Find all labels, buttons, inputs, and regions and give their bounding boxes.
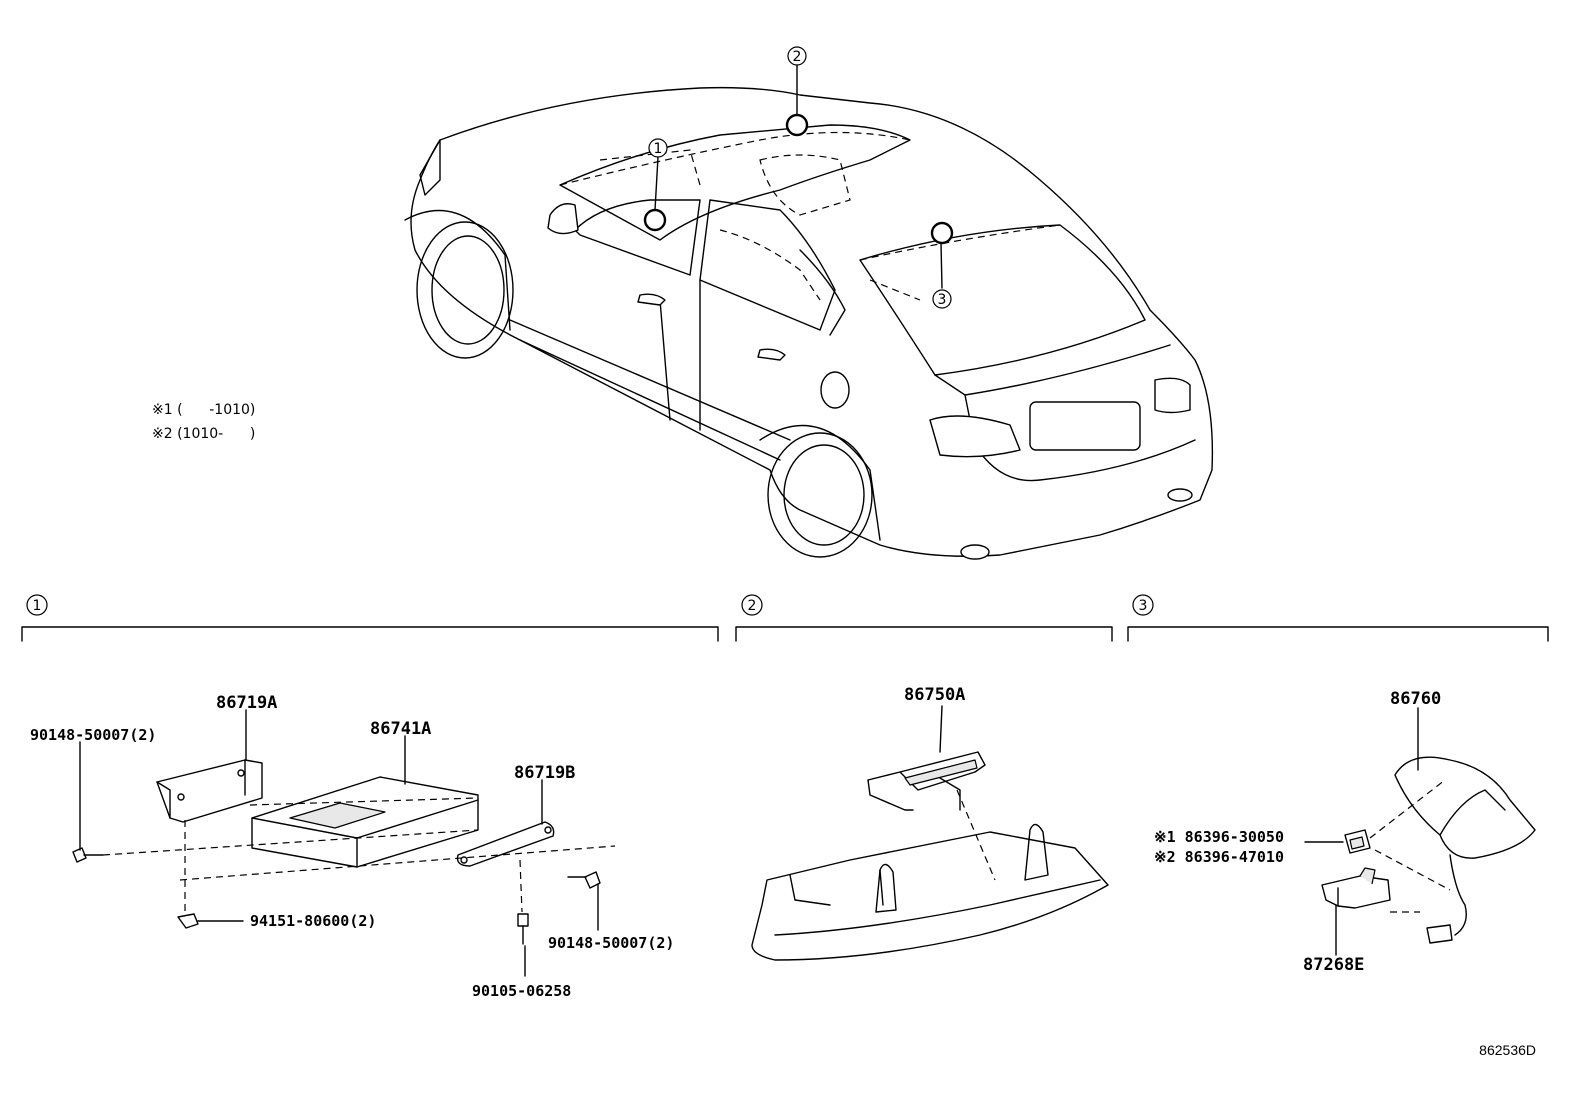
part-screw: 90105-06258 xyxy=(472,982,571,1000)
note-serial-2: ※2 (1010- ) xyxy=(152,426,255,442)
section-3-parts xyxy=(1304,707,1536,956)
part-variant-1: ※1 86396-30050 xyxy=(1154,828,1284,846)
document-id: 862536D xyxy=(1479,1042,1536,1058)
part-86719A: 86719A xyxy=(216,693,277,713)
section-2-header: 2 xyxy=(735,594,1113,642)
part-nut: 94151-80600(2) xyxy=(250,912,376,930)
svg-text:1: 1 xyxy=(33,598,42,614)
part-bolt-left: 90148-50007(2) xyxy=(30,726,156,744)
svg-text:3: 3 xyxy=(1139,598,1148,614)
part-variant-2: ※2 86396-47010 xyxy=(1154,848,1284,866)
part-bolt-right: 90148-50007(2) xyxy=(548,934,674,952)
svg-text:2: 2 xyxy=(793,49,802,65)
svg-text:1: 1 xyxy=(654,141,663,157)
part-86719B: 86719B xyxy=(514,763,575,783)
section-1-header: 1 xyxy=(21,594,719,642)
section-3-header: 3 xyxy=(1127,594,1549,642)
note-serial-1: ※1 ( -1010) xyxy=(152,402,255,418)
callout-1-bubble: 1 xyxy=(648,138,668,158)
part-86760: 86760 xyxy=(1390,689,1441,709)
part-86741A: 86741A xyxy=(370,719,431,739)
svg-text:2: 2 xyxy=(748,598,757,614)
section-2-parts xyxy=(751,705,1109,961)
part-87268E: 87268E xyxy=(1303,955,1364,975)
callout-3-bubble: 3 xyxy=(932,289,952,309)
vehicle-illustration xyxy=(404,65,1214,560)
part-86750A: 86750A xyxy=(904,685,965,705)
svg-text:3: 3 xyxy=(938,292,947,308)
section-1-parts xyxy=(72,709,616,977)
callout-2-bubble: 2 xyxy=(787,46,807,66)
